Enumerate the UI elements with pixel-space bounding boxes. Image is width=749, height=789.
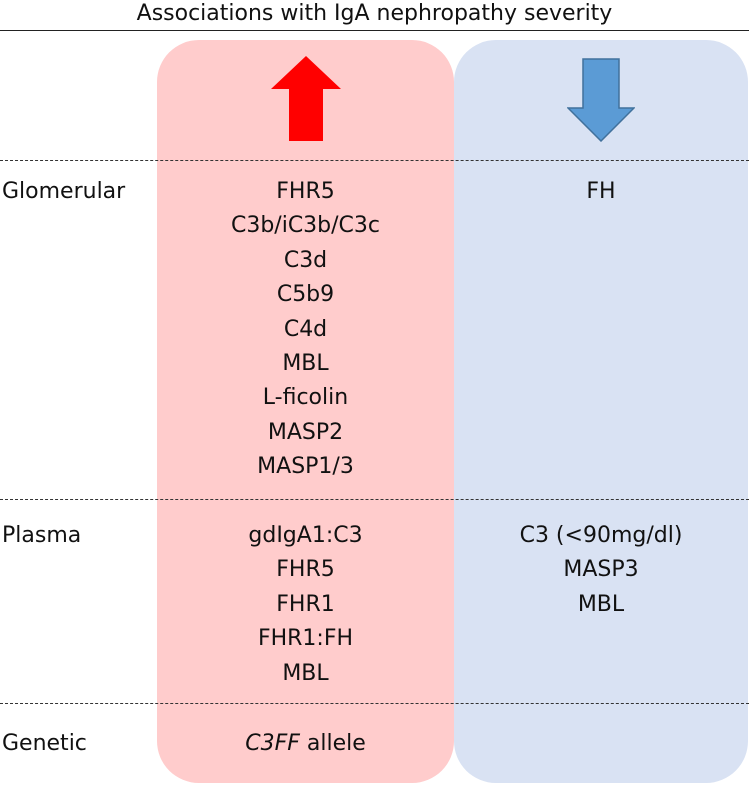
decrease-panel — [454, 40, 748, 783]
increase-panel — [157, 40, 454, 783]
list-item: FHR1 — [276, 591, 335, 617]
list-item: gdIgA1:C3 — [248, 523, 363, 548]
genetic-allele-suffix: allele — [299, 731, 366, 756]
row-label-plasma: Plasma — [2, 523, 82, 548]
row-label-glomerular: Glomerular — [2, 179, 126, 204]
list-item: L-ficolin — [262, 385, 349, 411]
genetic-allele-name: C3FF — [245, 731, 300, 756]
arrow-up-icon — [271, 56, 341, 141]
row-label-genetic: Genetic — [2, 731, 87, 756]
arrow-down-icon — [567, 58, 635, 142]
list-item: C3d — [283, 247, 328, 273]
row-divider — [0, 703, 749, 704]
list-item: FHR1:FH — [257, 626, 354, 652]
genetic-increase-entry: C3FF allele — [157, 727, 454, 761]
row-divider — [0, 160, 749, 161]
list-item: C3b/iC3b/C3c — [230, 213, 381, 239]
title-underline — [0, 30, 749, 31]
list-item: MASP1/3 — [257, 454, 354, 480]
list-item: MBL — [577, 591, 625, 617]
glomerular-decrease-list: FH — [454, 175, 748, 209]
list-item: FH — [586, 179, 616, 204]
list-item: FHR5 — [276, 557, 335, 583]
list-item: MASP3 — [563, 557, 639, 583]
row-divider — [0, 499, 749, 500]
diagram-title: Associations with IgA nephropathy severi… — [136, 1, 613, 26]
list-item: FHR5 — [276, 179, 335, 204]
list-item: MASP2 — [267, 419, 344, 445]
list-item: C3 (<90mg/dl) — [519, 523, 683, 548]
list-item: C4d — [283, 316, 328, 342]
list-item: MBL — [282, 351, 329, 377]
list-item: C5b9 — [276, 282, 335, 308]
list-item: MBL — [282, 660, 329, 686]
